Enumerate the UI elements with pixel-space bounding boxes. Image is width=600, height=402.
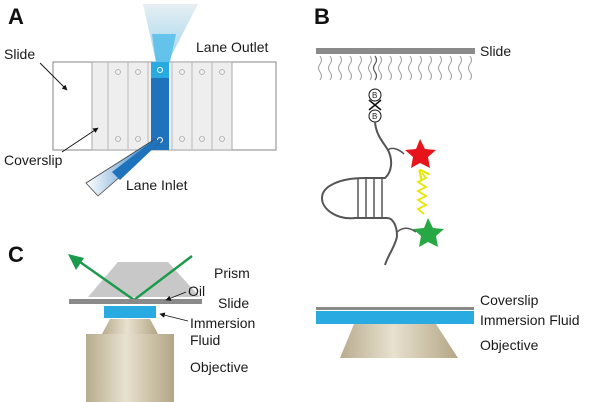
panel-b-red-linker [387,147,405,155]
panel-c-objective-neck [102,319,158,334]
panel-a-slide-label: Slide [4,46,35,62]
panel-c-immersion-pointer [159,312,189,322]
panel-b: B Slide B B [314,4,580,358]
panel-a-coverslip-pointer [61,127,99,153]
panel-a-lane-hole-top [157,67,163,73]
panel-a: A [4,4,277,197]
panel-a-holes [115,69,225,142]
panel-b-green-dye [413,218,444,247]
panel-c-letter: C [8,242,24,267]
panel-b-peg-brush [318,55,472,81]
panel-b-biotin-bottom-label: B [372,112,377,121]
panel-c-immersion [104,306,156,318]
panel-a-lane-top [151,62,169,78]
panel-a-outlet-label: Lane Outlet [196,39,268,55]
panel-b-slide [316,48,475,54]
panel-b-green-linker [396,227,417,233]
panel-c-slide [69,299,202,304]
panel-b-letter: B [314,4,330,29]
panel-b-immersion-label: Immersion Fluid [480,312,580,328]
panel-b-red-dye [405,139,436,168]
panel-a-outlet-tip [152,34,176,62]
panel-b-objective-label: Objective [480,337,539,353]
panel-b-strand [320,121,399,266]
panel-b-hairpin-rungs [357,178,383,218]
panel-b-tether [372,55,378,81]
panel-c-laser-head [68,254,84,270]
panel-c: C Prism Oil Slide Immersion Fluid Object… [8,242,255,402]
panel-c-objective-body [86,334,174,402]
panel-b-objective [340,324,458,358]
panel-c-slide-label: Slide [218,295,249,311]
panel-a-lanes [107,62,213,150]
panel-a-active-lane [151,62,169,150]
panel-b-immersion [316,311,474,324]
panel-c-immersion-label-2: Fluid [190,332,220,348]
panel-b-link-b [368,99,382,111]
panel-b-biotin-top-label: B [372,91,377,100]
panel-b-slide-label: Slide [480,43,511,59]
panel-c-oil-label: Oil [188,283,205,299]
panel-a-inlet-fluid [112,139,160,180]
panel-a-coverslip-label: Coverslip [4,152,63,168]
panel-c-prism-label: Prism [214,265,250,281]
panel-b-coverslip-label: Coverslip [480,292,539,308]
panel-a-letter: A [8,4,24,29]
panel-b-fret-arrow [416,173,426,215]
panel-c-objective-label: Objective [190,359,249,375]
panel-c-immersion-label-1: Immersion [190,315,255,331]
panel-b-coverslip [316,307,474,310]
panel-c-oil-pointer [165,291,187,301]
panel-a-inlet-label: Lane Inlet [126,177,188,193]
panel-a-slide-pointer [39,62,68,91]
panel-b-biotin-top [368,88,382,102]
